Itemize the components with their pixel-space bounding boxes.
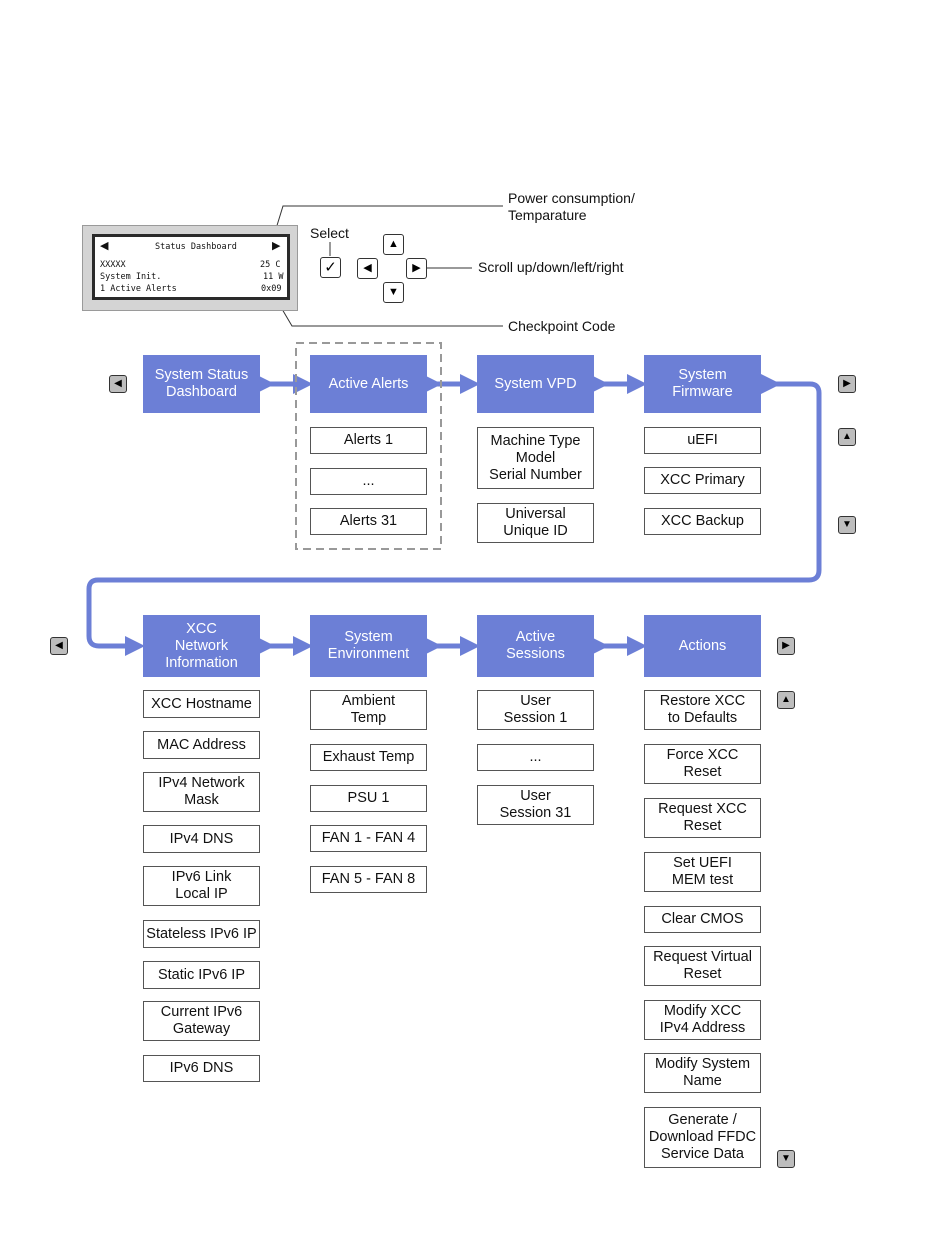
row1-down-button[interactable]: ▼ [838,516,856,534]
firmware-item[interactable]: XCC Backup [644,508,761,535]
network-item[interactable]: Stateless IPv6 IP [143,920,260,948]
right-arrow-icon: ▶ [412,262,421,274]
row2-down-button[interactable]: ▼ [777,1150,795,1168]
power-temperature-callout: Power consumption/ Temparature [508,190,635,223]
scroll-right-button[interactable]: ▶ [406,258,427,279]
network-item[interactable]: IPv4 DNS [143,825,260,853]
left-arrow-icon: ◀ [114,378,122,389]
down-arrow-icon: ▼ [781,1153,791,1164]
action-item[interactable]: Modify XCC IPv4 Address [644,1000,761,1040]
lcd-line1-left: XXXXX [100,260,126,270]
header-system-firmware[interactable]: System Firmware [644,355,761,413]
left-arrow-icon: ◀ [363,262,372,274]
lcd-checkpoint-code: 0x09 [261,284,282,294]
alerts-item[interactable]: Alerts 31 [310,508,427,535]
lcd-power: 11 W [263,272,284,282]
environment-item[interactable]: FAN 5 - FAN 8 [310,866,427,893]
action-item[interactable]: Restore XCC to Defaults [644,690,761,730]
lcd-title: Status Dashboard [155,242,237,252]
alerts-item[interactable]: ... [310,468,427,495]
header-active-alerts[interactable]: Active Alerts [310,355,427,413]
lcd-right-arrow-icon: ▶ [272,240,281,252]
select-label: Select [310,225,349,241]
session-item[interactable]: User Session 1 [477,690,594,730]
lcd-line2-left: System Init. [100,272,162,282]
network-item[interactable]: Current IPv6 Gateway [143,1001,260,1041]
up-arrow-icon: ▲ [388,238,399,250]
action-item[interactable]: Request XCC Reset [644,798,761,838]
environment-item[interactable]: FAN 1 - FAN 4 [310,825,427,852]
lcd-screen [92,234,290,300]
network-item[interactable]: Static IPv6 IP [143,961,260,989]
scroll-down-button[interactable]: ▼ [383,282,404,303]
up-arrow-icon: ▲ [842,431,852,442]
lcd-temperature: 25 C [260,260,281,270]
header-system-vpd[interactable]: System VPD [477,355,594,413]
right-arrow-icon: ▶ [782,640,790,651]
header-system-status-dashboard[interactable]: System Status Dashboard [143,355,260,413]
network-item[interactable]: IPv6 DNS [143,1055,260,1082]
network-item[interactable]: IPv6 Link Local IP [143,866,260,906]
row1-up-button[interactable]: ▲ [838,428,856,446]
header-xcc-network-information[interactable]: XCC Network Information [143,615,260,677]
header-system-environment[interactable]: System Environment [310,615,427,677]
action-item[interactable]: Set UEFI MEM test [644,852,761,892]
action-item[interactable]: Force XCC Reset [644,744,761,784]
vpd-item[interactable]: Machine Type Model Serial Number [477,427,594,489]
row2-right-button[interactable]: ▶ [777,637,795,655]
scroll-left-button[interactable]: ◀ [357,258,378,279]
vpd-item[interactable]: Universal Unique ID [477,503,594,543]
row2-up-button[interactable]: ▲ [777,691,795,709]
session-item[interactable]: ... [477,744,594,771]
lcd-left-arrow-icon: ◀ [100,240,109,252]
select-button[interactable]: ✓ [320,257,341,278]
firmware-item[interactable]: uEFI [644,427,761,454]
environment-item[interactable]: Ambient Temp [310,690,427,730]
action-item[interactable]: Modify System Name [644,1053,761,1093]
lcd-line3-left: 1 Active Alerts [100,284,177,294]
environment-item[interactable]: PSU 1 [310,785,427,812]
active-alerts-group [295,342,442,550]
scroll-up-button[interactable]: ▲ [383,234,404,255]
environment-item[interactable]: Exhaust Temp [310,744,427,771]
right-arrow-icon: ▶ [843,378,851,389]
checkpoint-callout: Checkpoint Code [508,318,616,334]
down-arrow-icon: ▼ [388,286,399,298]
scroll-callout: Scroll up/down/left/right [478,259,624,275]
row2-left-button[interactable]: ◀ [50,637,68,655]
action-item[interactable]: Request Virtual Reset [644,946,761,986]
network-item[interactable]: MAC Address [143,731,260,759]
header-actions[interactable]: Actions [644,615,761,677]
up-arrow-icon: ▲ [781,694,791,705]
down-arrow-icon: ▼ [842,519,852,530]
check-icon: ✓ [324,259,337,276]
row1-left-button[interactable]: ◀ [109,375,127,393]
left-arrow-icon: ◀ [55,640,63,651]
action-item[interactable]: Clear CMOS [644,906,761,933]
alerts-item[interactable]: Alerts 1 [310,427,427,454]
row1-right-button[interactable]: ▶ [838,375,856,393]
network-item[interactable]: XCC Hostname [143,690,260,718]
header-active-sessions[interactable]: Active Sessions [477,615,594,677]
network-item[interactable]: IPv4 Network Mask [143,772,260,812]
firmware-item[interactable]: XCC Primary [644,467,761,494]
session-item[interactable]: User Session 31 [477,785,594,825]
action-item[interactable]: Generate / Download FFDC Service Data [644,1107,761,1168]
wrap-connector [86,381,822,656]
